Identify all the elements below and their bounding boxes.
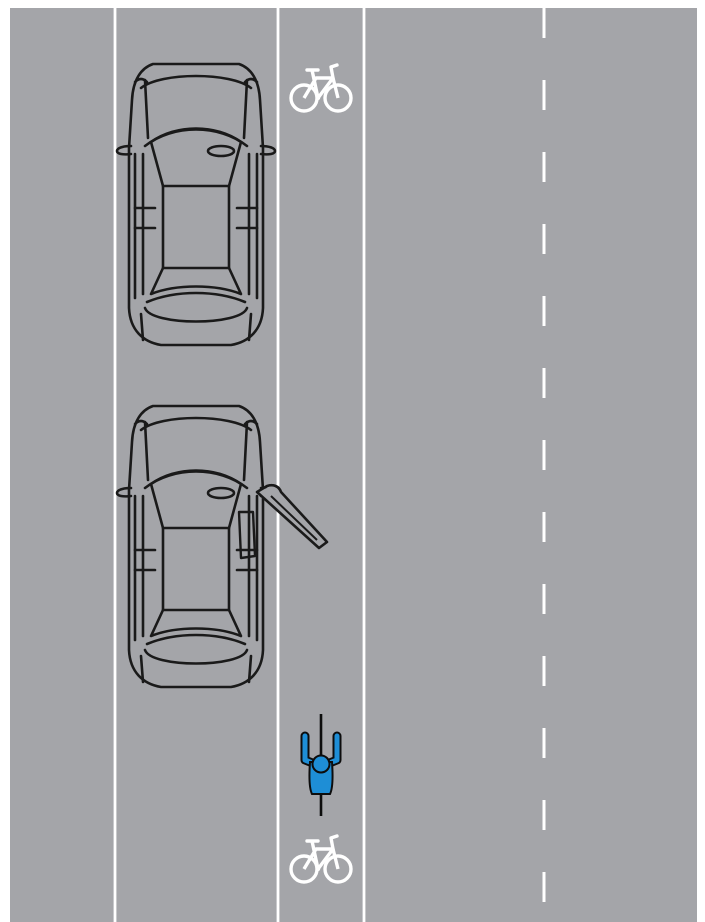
parked-car-top [117,64,275,345]
road [10,8,697,922]
car-icon [117,64,275,345]
car-icon [117,406,275,687]
